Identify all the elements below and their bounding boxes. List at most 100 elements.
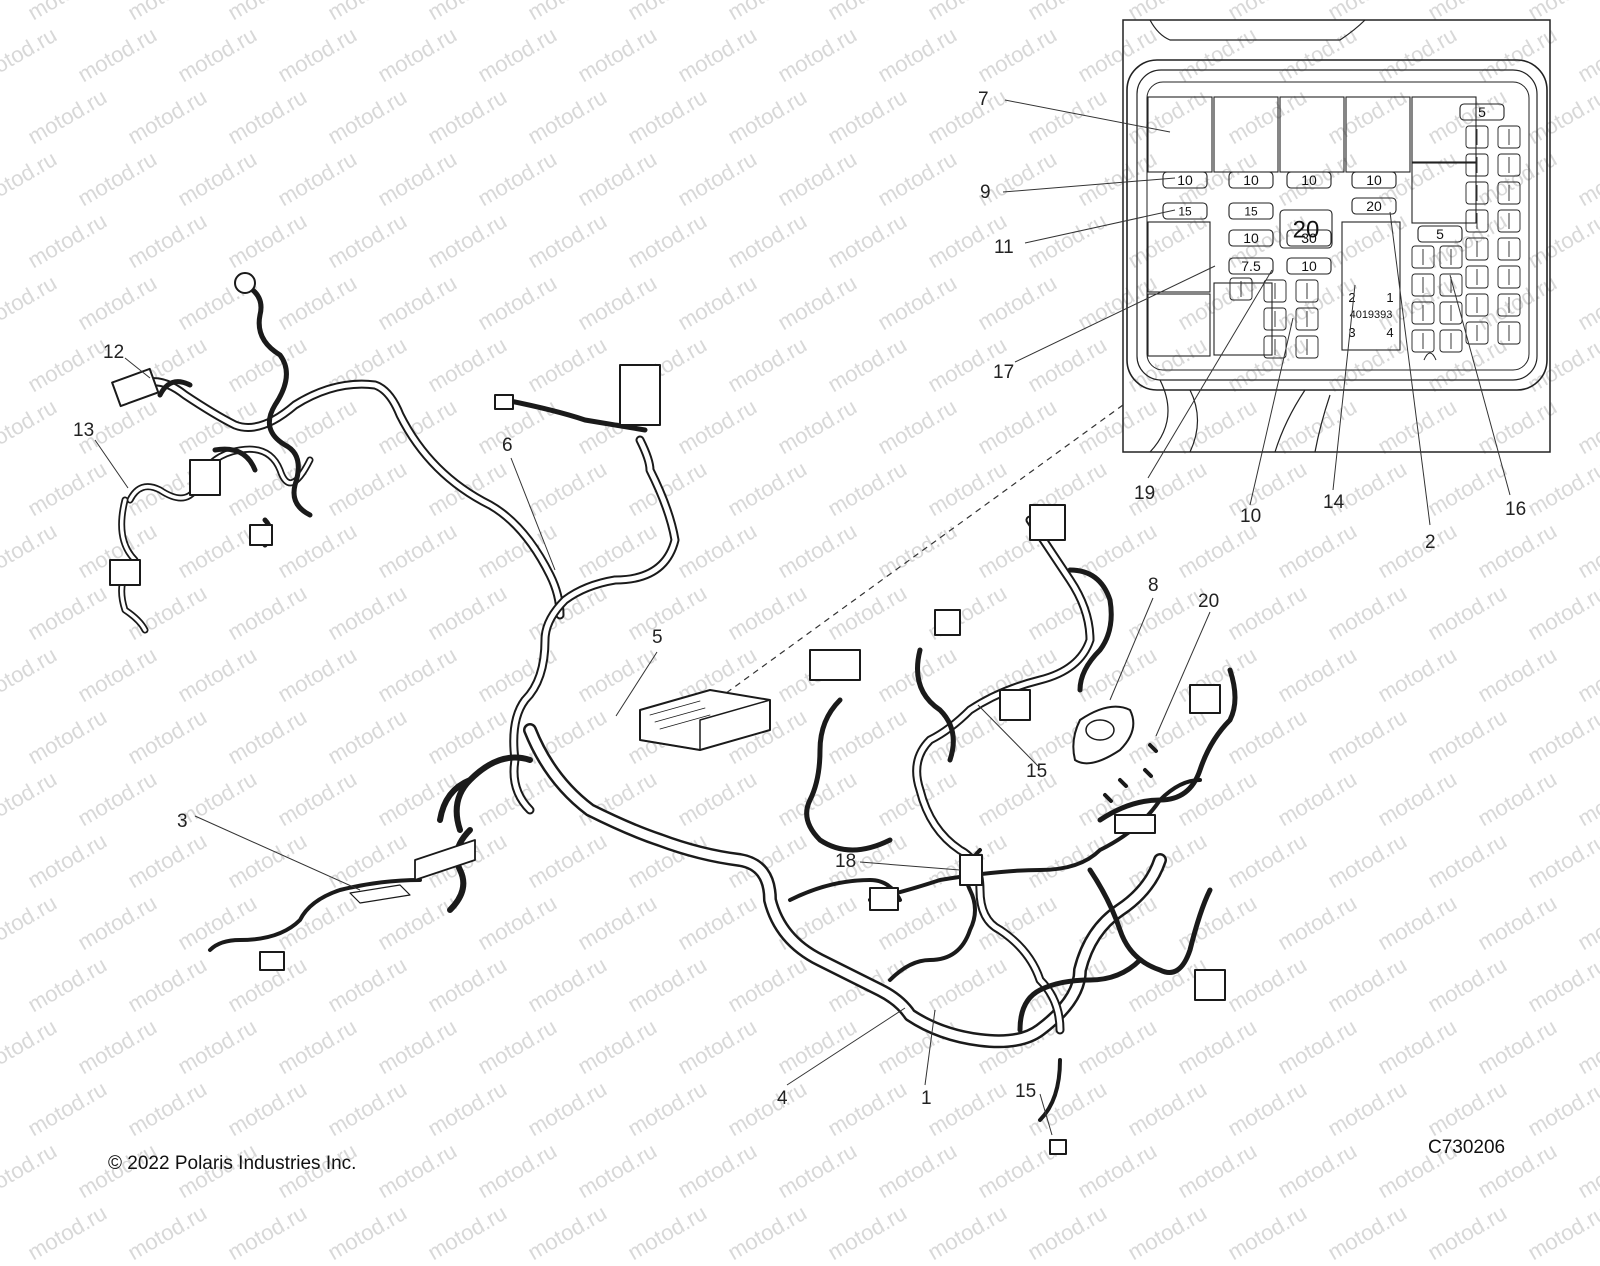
- fuse-body: [1279, 209, 1333, 249]
- copyright-notice: © 2022 Polaris Industries Inc.: [108, 1153, 357, 1174]
- fuse-body: [1459, 103, 1505, 121]
- watermark-text: motod.ru: [1523, 1200, 1600, 1266]
- mini-fuse-slot: [1263, 279, 1287, 303]
- fuse-body: [1162, 202, 1208, 220]
- watermark-text: motod.ru: [323, 1200, 411, 1266]
- relay-label-right: 1: [1386, 290, 1393, 305]
- watermark-text: motod.ru: [823, 1200, 911, 1266]
- mini-fuse-slot: [1497, 209, 1521, 233]
- watermark-text: motod.ru: [1123, 1200, 1211, 1266]
- callout-14: 14: [1323, 492, 1345, 513]
- mini-fuse-slot: [1263, 307, 1287, 331]
- fuse-body: [1228, 171, 1274, 189]
- mini-fuse-slot: [1229, 277, 1253, 301]
- callout-15-lower: 15: [1015, 1081, 1037, 1102]
- fuse-value: 30: [1301, 230, 1317, 246]
- callout-1: 1: [921, 1088, 932, 1109]
- watermark-text: motod.ru: [923, 1200, 1011, 1266]
- fuse-body: [1228, 202, 1274, 220]
- watermark-text: motod.ru: [1223, 1200, 1311, 1266]
- callout-19: 19: [1134, 483, 1156, 504]
- mini-fuse-slot: [1411, 273, 1435, 297]
- fuse-value: 10: [1301, 172, 1317, 188]
- leader-lines: [94, 99, 1511, 1136]
- fuse-body: [1286, 257, 1332, 275]
- mini-fuse-slot: [1295, 307, 1319, 331]
- relay-label-left: 2: [1348, 290, 1355, 305]
- mini-fuse-slot: [1439, 301, 1463, 325]
- mini-fuse-slot: [1465, 265, 1489, 289]
- mini-fuse-slot: [1411, 301, 1435, 325]
- figure-code: C730206: [1428, 1137, 1506, 1158]
- fuse-body: [1286, 171, 1332, 189]
- fuse-value: 10: [1301, 258, 1317, 274]
- callout-12: 12: [103, 342, 125, 363]
- fuse-value: 10: [1243, 230, 1259, 246]
- fuse-body: [1351, 197, 1397, 215]
- fuse-body: [1286, 229, 1332, 247]
- mini-fuse-slot: [1497, 181, 1521, 205]
- callout-17: 17: [993, 362, 1015, 383]
- mini-fuse-slot: [1465, 181, 1489, 205]
- callout-3: 3: [177, 811, 188, 832]
- fuse-value: 10: [1243, 172, 1259, 188]
- fuse-value: 10: [1366, 172, 1382, 188]
- fuse-value: 15: [1178, 204, 1192, 218]
- mini-fuse-slot: [1411, 329, 1435, 353]
- harness-outline: [109, 272, 1238, 1155]
- watermark-text: motod.ru: [1323, 1200, 1411, 1266]
- callout-10: 10: [1240, 506, 1262, 527]
- fuse-value: 15: [1244, 204, 1258, 218]
- mini-fuse-slot: [1295, 279, 1319, 303]
- watermark-text: motod.ru: [523, 1200, 611, 1266]
- callout-2: 2: [1425, 532, 1436, 553]
- mini-fuse-slot: [1465, 153, 1489, 177]
- callout-9: 9: [980, 182, 991, 203]
- mini-fuse-slot: [1497, 237, 1521, 261]
- mini-fuse-slot: [1295, 335, 1319, 359]
- relay-label-bottom-right: 4: [1386, 325, 1393, 340]
- watermark-text: motod.ru: [23, 1200, 111, 1266]
- fuse-value: 5: [1478, 104, 1486, 120]
- mini-fuse-slot: [1439, 273, 1463, 297]
- fuse-value: 20: [1366, 198, 1382, 214]
- callout-4: 4: [777, 1088, 788, 1109]
- watermark-text: motod.ru: [1023, 1200, 1111, 1266]
- mini-fuse-slot: [1465, 125, 1489, 149]
- fuse-value: 10: [1177, 172, 1193, 188]
- fuse-value: 5: [1436, 226, 1444, 242]
- mini-fuse-slot: [1465, 237, 1489, 261]
- mini-fuse-slot: [1439, 245, 1463, 269]
- fuse-value: 7.5: [1241, 258, 1261, 274]
- mini-fuse-slot: [1497, 265, 1521, 289]
- watermark-text: motod.ru: [623, 1200, 711, 1266]
- mini-fuse-slot: [1411, 245, 1435, 269]
- mini-fuse-slot: [1497, 321, 1521, 345]
- watermark-text: motod.ru: [423, 1200, 511, 1266]
- mini-fuse-slot: [1465, 293, 1489, 317]
- callout-6: 6: [502, 435, 513, 456]
- watermark-text: motod.ru: [123, 1200, 211, 1266]
- callout-7: 7: [978, 89, 989, 110]
- fuse-body: [1228, 257, 1274, 275]
- fuse-box-inset: [1122, 19, 1551, 453]
- watermark-text: motod.ru: [1423, 1200, 1511, 1266]
- callout-20: 20: [1198, 591, 1220, 612]
- mini-fuse-slot: [1497, 153, 1521, 177]
- mini-fuse-slot: [1465, 209, 1489, 233]
- fuse-body: [1228, 229, 1274, 247]
- mini-fuse-slot: [1497, 125, 1521, 149]
- relay-label-part: 4019393: [1350, 309, 1393, 321]
- callout-5: 5: [652, 627, 663, 648]
- relay-label-bottom-left: 3: [1348, 325, 1355, 340]
- mini-fuse-slot: [1439, 329, 1463, 353]
- callout-16: 16: [1505, 499, 1527, 520]
- watermark-text: motod.ru: [723, 1200, 811, 1266]
- fuse-body: [1351, 171, 1397, 189]
- callout-11: 11: [994, 237, 1014, 258]
- callout-15-upper: 15: [1026, 761, 1048, 782]
- fuse-body: [1162, 171, 1208, 189]
